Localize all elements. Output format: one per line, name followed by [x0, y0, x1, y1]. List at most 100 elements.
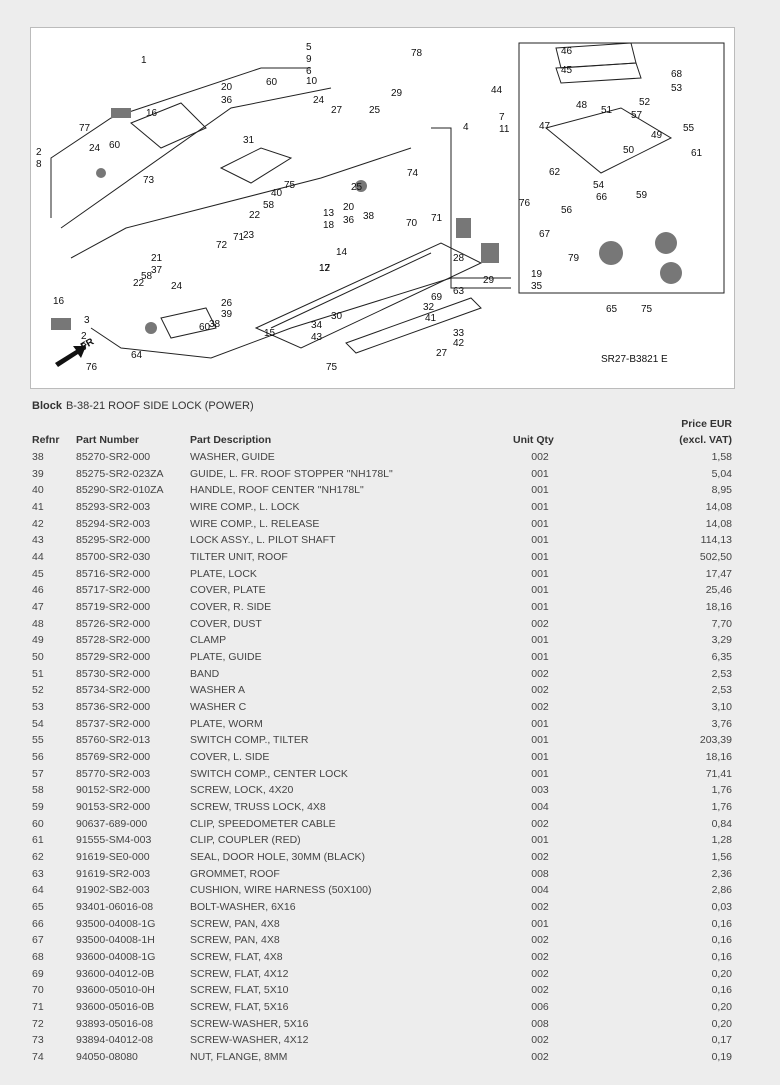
- cell-description: CUSHION, WIRE HARNESS (50X100): [190, 884, 372, 897]
- cell-part-number: 94050-08080: [76, 1051, 138, 1064]
- cell-price: 0,20: [711, 1001, 732, 1014]
- header-refnr: Refnr: [32, 434, 60, 446]
- cell-description: SCREW, LOCK, 4X20: [190, 784, 294, 797]
- header-unit-qty: Unit Qty: [513, 434, 554, 446]
- cell-price: 8,95: [711, 484, 732, 497]
- callout-number: 41: [425, 313, 437, 324]
- callout-number: 75: [641, 304, 653, 315]
- cell-price: 2,86: [711, 884, 732, 897]
- cell-description: SCREW, PAN, 4X8: [190, 917, 280, 930]
- cell-part-number: 85736-SR2-000: [76, 701, 151, 714]
- cell-description: SCREW-WASHER, 4X12: [190, 1034, 309, 1047]
- callout-number: 72: [216, 240, 228, 251]
- callout-number: 49: [651, 130, 663, 141]
- callout-number: 16: [53, 296, 65, 307]
- callout-number: 11: [499, 124, 510, 135]
- callout-number: 58: [263, 200, 275, 211]
- cell-price: 0,16: [711, 934, 732, 947]
- cell-unit-qty: 001: [531, 501, 549, 513]
- callout-number: 1: [141, 55, 147, 66]
- cell-unit-qty: 002: [531, 701, 549, 714]
- header-description: Part Description: [190, 434, 272, 446]
- cell-part-number: 85760-SR2-013: [76, 734, 151, 747]
- cell-refnr: 67: [32, 934, 44, 947]
- callout-number: 27: [331, 105, 343, 116]
- callout-number: 44: [491, 85, 503, 96]
- callout-number: 27: [436, 348, 448, 359]
- cell-refnr: 48: [32, 617, 44, 630]
- cell-description: CLIP, SPEEDOMETER CABLE: [190, 817, 336, 830]
- cell-price: 25,46: [705, 584, 732, 597]
- cell-unit-qty: 001: [531, 634, 549, 647]
- callout-number: 19: [531, 269, 543, 280]
- cell-refnr: 74: [32, 1051, 44, 1064]
- cell-description: SCREW, TRUSS LOCK, 4X8: [190, 801, 326, 814]
- cell-description: NUT, FLANGE, 8MM: [190, 1051, 288, 1064]
- callout-number: 47: [539, 121, 551, 132]
- cell-refnr: 49: [32, 634, 44, 647]
- cell-description: SCREW, FLAT, 5X16: [190, 1001, 289, 1014]
- callout-number: 16: [146, 108, 158, 119]
- cell-unit-qty: 006: [531, 1001, 549, 1014]
- callout-number: 21: [151, 253, 163, 264]
- cell-description: TILTER UNIT, ROOF: [190, 551, 288, 564]
- callout-number: 7: [499, 112, 505, 123]
- callout-number: 50: [623, 145, 635, 156]
- cell-price: 3,10: [711, 701, 732, 714]
- cell-unit-qty: 001: [531, 751, 549, 764]
- callout-number: 4: [463, 122, 469, 133]
- cell-unit-qty: 008: [531, 1017, 549, 1030]
- cell-refnr: 45: [32, 567, 44, 580]
- cell-part-number: 85719-SR2-000: [76, 601, 151, 614]
- cell-price: 0,16: [711, 951, 732, 964]
- cell-price: 0,84: [711, 817, 732, 830]
- callout-number: 38: [363, 211, 375, 222]
- cell-price: 6,35: [711, 651, 732, 664]
- callout-number: 75: [326, 362, 338, 373]
- header-price-line1: Price EUR: [681, 418, 732, 430]
- callout-number: 68: [671, 69, 683, 80]
- cell-part-number: 85726-SR2-000: [76, 617, 151, 630]
- cell-unit-qty: 001: [531, 651, 549, 664]
- cell-description: WIRE COMP., L. RELEASE: [190, 517, 320, 530]
- cell-refnr: 57: [32, 767, 44, 780]
- cell-description: CLIP, COUPLER (RED): [190, 834, 301, 847]
- cell-description: CLAMP: [190, 634, 227, 647]
- cell-unit-qty: 001: [531, 834, 549, 847]
- cell-refnr: 56: [32, 751, 44, 764]
- callout-number: 28: [453, 253, 465, 264]
- cell-price: 502,50: [699, 551, 732, 564]
- callout-number: 5: [306, 42, 312, 53]
- cell-part-number: 85770-SR2-003: [76, 767, 151, 780]
- cell-price: 114,13: [700, 534, 732, 547]
- cell-part-number: 85270-SR2-000: [76, 451, 151, 463]
- cell-description: LOCK ASSY., L. PILOT SHAFT: [190, 534, 336, 547]
- cell-unit-qty: 008: [531, 867, 549, 880]
- cell-price: 18,16: [705, 751, 732, 764]
- cell-refnr: 64: [32, 884, 44, 897]
- callout-number: 20: [221, 82, 233, 93]
- callout-number: 33: [453, 328, 465, 339]
- cell-refnr: 42: [32, 517, 44, 530]
- cell-part-number: 85734-SR2-000: [76, 684, 151, 697]
- cell-refnr: 39: [32, 467, 44, 480]
- callout-number: 34: [311, 320, 323, 331]
- callout-number: 46: [561, 46, 573, 57]
- cell-part-number: 93600-05016-0B: [76, 1001, 155, 1014]
- cell-part-number: 93894-04012-08: [76, 1034, 154, 1047]
- callout-number: 54: [593, 180, 605, 191]
- callout-number: 32: [423, 302, 435, 313]
- cell-description: COVER, PLATE: [190, 584, 266, 597]
- callout-number: 20: [343, 202, 355, 213]
